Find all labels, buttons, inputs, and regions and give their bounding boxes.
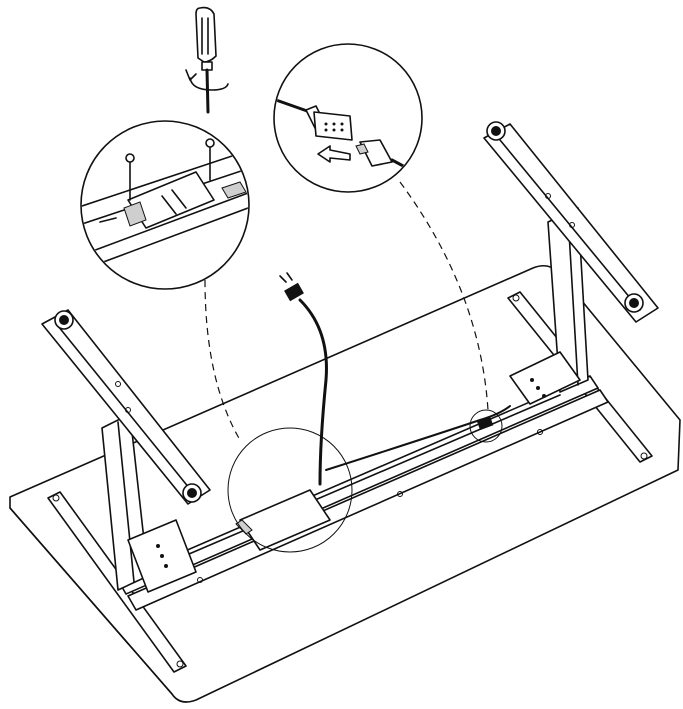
left-leg-foot [41,309,211,505]
frame-connector [469,409,503,443]
detail-connector-circle [273,43,423,193]
power-cord [279,272,511,486]
crossbar-frame [117,375,609,611]
detail-mounting-circle [80,120,250,290]
left-leg-column [101,413,197,593]
zoom-area-control-box [227,427,353,553]
rotate-arrow-icon [185,69,229,91]
right-leg-foot [483,121,659,323]
leader-line-right [399,181,489,411]
push-arrow-icon [317,145,351,163]
screwdriver-icon [195,6,217,114]
screw-icon [125,138,215,201]
power-plug-icon [279,272,304,302]
leader-line-left [204,279,241,441]
